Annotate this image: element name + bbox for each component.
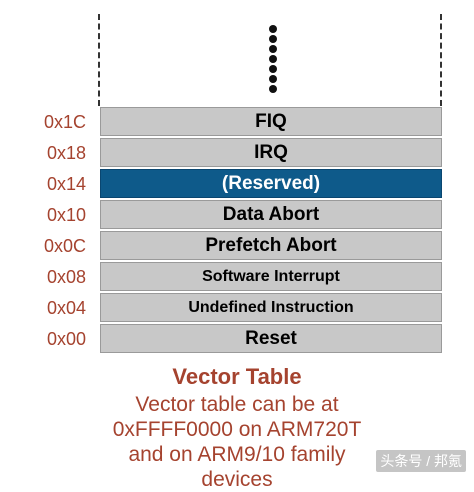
address-label: 0x08 — [46, 267, 86, 287]
vector-table: FIQ IRQ (Reserved) Data Abort Prefetch A… — [100, 107, 442, 355]
vector-row-reserved: (Reserved) — [100, 169, 442, 198]
caption-line: Vector table can be at — [135, 393, 339, 416]
address-label: 0x0C — [43, 236, 86, 256]
vector-row-reset: Reset — [100, 324, 442, 353]
caption-line: and on ARM9/10 family — [128, 443, 346, 466]
vector-row-software-interrupt: Software Interrupt — [100, 262, 442, 291]
caption-title: Vector Table — [172, 364, 302, 389]
address-label: 0x00 — [46, 329, 86, 349]
vector-row-prefetch-abort: Prefetch Abort — [100, 231, 442, 260]
address-label: 0x18 — [46, 143, 86, 163]
caption-line: 0xFFFF0000 on ARM720T — [112, 418, 362, 441]
address-column: 0x1C 0x18 0x14 0x10 0x0C 0x08 0x04 0x00 — [0, 107, 90, 355]
address-label: 0x04 — [46, 298, 86, 318]
caption-body: Vector table can be at 0xFFFF0000 on ARM… — [0, 392, 474, 492]
caption-line: devices — [201, 468, 273, 491]
dashed-left-edge — [98, 14, 100, 106]
vector-row-data-abort: Data Abort — [100, 200, 442, 229]
vertical-ellipsis-icon — [263, 25, 283, 95]
address-label: 0x14 — [46, 174, 86, 194]
dashed-right-edge — [440, 14, 442, 106]
vector-row-undefined-instruction: Undefined Instruction — [100, 293, 442, 322]
address-label: 0x1C — [43, 112, 86, 132]
vector-row-irq: IRQ — [100, 138, 442, 167]
address-label: 0x10 — [46, 205, 86, 225]
watermark: 头条号 / 邦氪 — [376, 450, 466, 472]
vector-row-fiq: FIQ — [100, 107, 442, 136]
